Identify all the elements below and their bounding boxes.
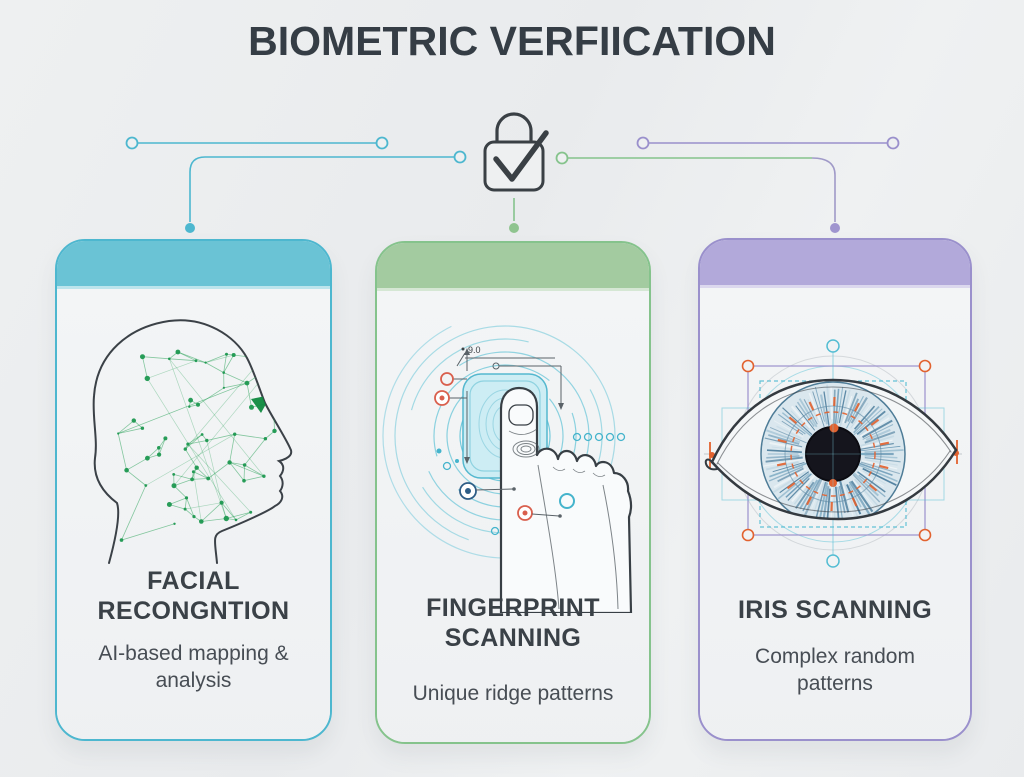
grid-corner-circle — [741, 359, 755, 373]
fingerprint-scan-illustration: 9.0 — [382, 313, 633, 613]
connector-lines — [125, 112, 900, 233]
card-title-fingerprint: FINGERPRINT SCANNING — [426, 594, 600, 652]
card-body-iris: IRIS SCANNING Complex random patterns — [700, 288, 970, 739]
tear-duct — [704, 458, 718, 471]
pupil-marker-top — [829, 423, 839, 433]
grid-corner-circle — [918, 528, 932, 542]
connector-fingerprint — [509, 198, 519, 233]
connector-dot-facial — [185, 223, 195, 233]
teal-segment — [125, 136, 389, 150]
grid-top-circle — [826, 339, 840, 353]
card-header-iris — [700, 240, 970, 288]
connector-dot-iris — [830, 223, 840, 233]
card-body-fingerprint: 9.0 — [377, 291, 649, 742]
face-mesh-wireframe — [117, 349, 277, 542]
iris-group — [712, 380, 956, 519]
eye-outline — [704, 378, 958, 521]
lock-check-icon — [483, 112, 549, 192]
grid-corner-circle — [918, 359, 932, 373]
marker-red-circle — [440, 372, 454, 386]
connector-dot-fingerprint — [509, 223, 519, 233]
pupil — [806, 427, 860, 481]
grid-bottom-circle — [826, 554, 840, 568]
scan-annotation-value: 9.0 — [468, 345, 481, 355]
callout-lines-left — [434, 348, 470, 464]
checkmark-icon — [493, 130, 549, 182]
card-subtitle-iris: Complex random patterns — [755, 645, 915, 695]
orange-scan-ring — [790, 411, 876, 497]
connector-iris — [555, 151, 840, 233]
card-title-facial: FACIAL RECONGNTION — [97, 567, 290, 625]
card-body-facial: FACIAL RECONGNTION AI-based mapping & an… — [57, 289, 330, 739]
purple-segment — [636, 136, 900, 150]
card-subtitle-fingerprint: Unique ridge patterns — [412, 682, 614, 705]
page-title: BIOMETRIC VERFIICATION — [248, 18, 776, 64]
card-fingerprint-scanning: 9.0 — [375, 241, 651, 744]
card-iris-scanning: IRIS SCANNING Complex random patterns — [698, 238, 972, 741]
fingernail — [508, 404, 534, 426]
head-profile-outline — [92, 319, 293, 564]
card-subtitle-facial: AI-based mapping & analysis — [98, 642, 289, 692]
scan-arc-endpoints — [436, 432, 626, 536]
marker-teal-circle — [559, 493, 575, 509]
grid-corner-circle — [741, 528, 755, 542]
annotation-group: 9.0 — [461, 345, 564, 410]
card-header-facial — [57, 241, 330, 289]
callout-lines-right — [459, 482, 575, 521]
iris-eye-illustration — [704, 339, 962, 568]
card-facial-recognition: FACIAL RECONGNTION AI-based mapping & an… — [55, 239, 332, 741]
pupil-marker-bottom — [829, 479, 837, 487]
hand-illustration — [499, 386, 633, 613]
face-mesh-illustration — [92, 319, 293, 564]
connector-facial — [185, 150, 467, 233]
card-header-fingerprint — [377, 243, 649, 291]
card-title-iris: IRIS SCANNING — [737, 596, 933, 624]
